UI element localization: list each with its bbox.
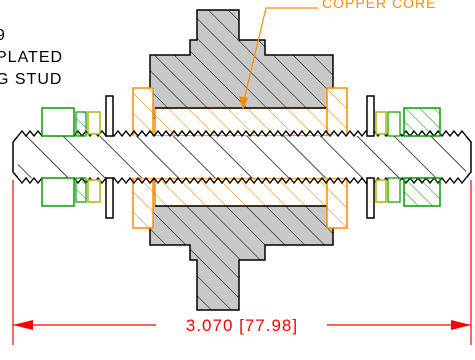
left-label-line-3: G STUD: [0, 71, 62, 88]
left-label-line-1: 9: [0, 27, 6, 44]
right-green-washer: [387, 107, 441, 207]
threaded-stud: [12, 129, 472, 185]
copper-flange-left: [132, 87, 154, 229]
right-yellow-nut: [375, 111, 387, 203]
left-insulator-plate: [105, 95, 114, 219]
length-dimension-value: 3.070 [77.98]: [186, 316, 298, 335]
left-yellow-nut: [87, 111, 101, 203]
copper-flange-right: [326, 87, 348, 229]
right-insulator-plate: [366, 95, 375, 219]
copper-core-callout: COPPER CORE: [239, 0, 436, 110]
copper-core-sleeve: [154, 107, 331, 207]
overall-length-dimension: 3.070 [77.98]: [12, 180, 472, 345]
left-green-washer: [41, 107, 87, 207]
copper-core-label: COPPER CORE: [322, 0, 436, 11]
left-annotation: 9 PLATED G STUD: [0, 27, 63, 88]
left-label-line-2: PLATED: [0, 49, 63, 66]
hex-body: [149, 9, 334, 311]
